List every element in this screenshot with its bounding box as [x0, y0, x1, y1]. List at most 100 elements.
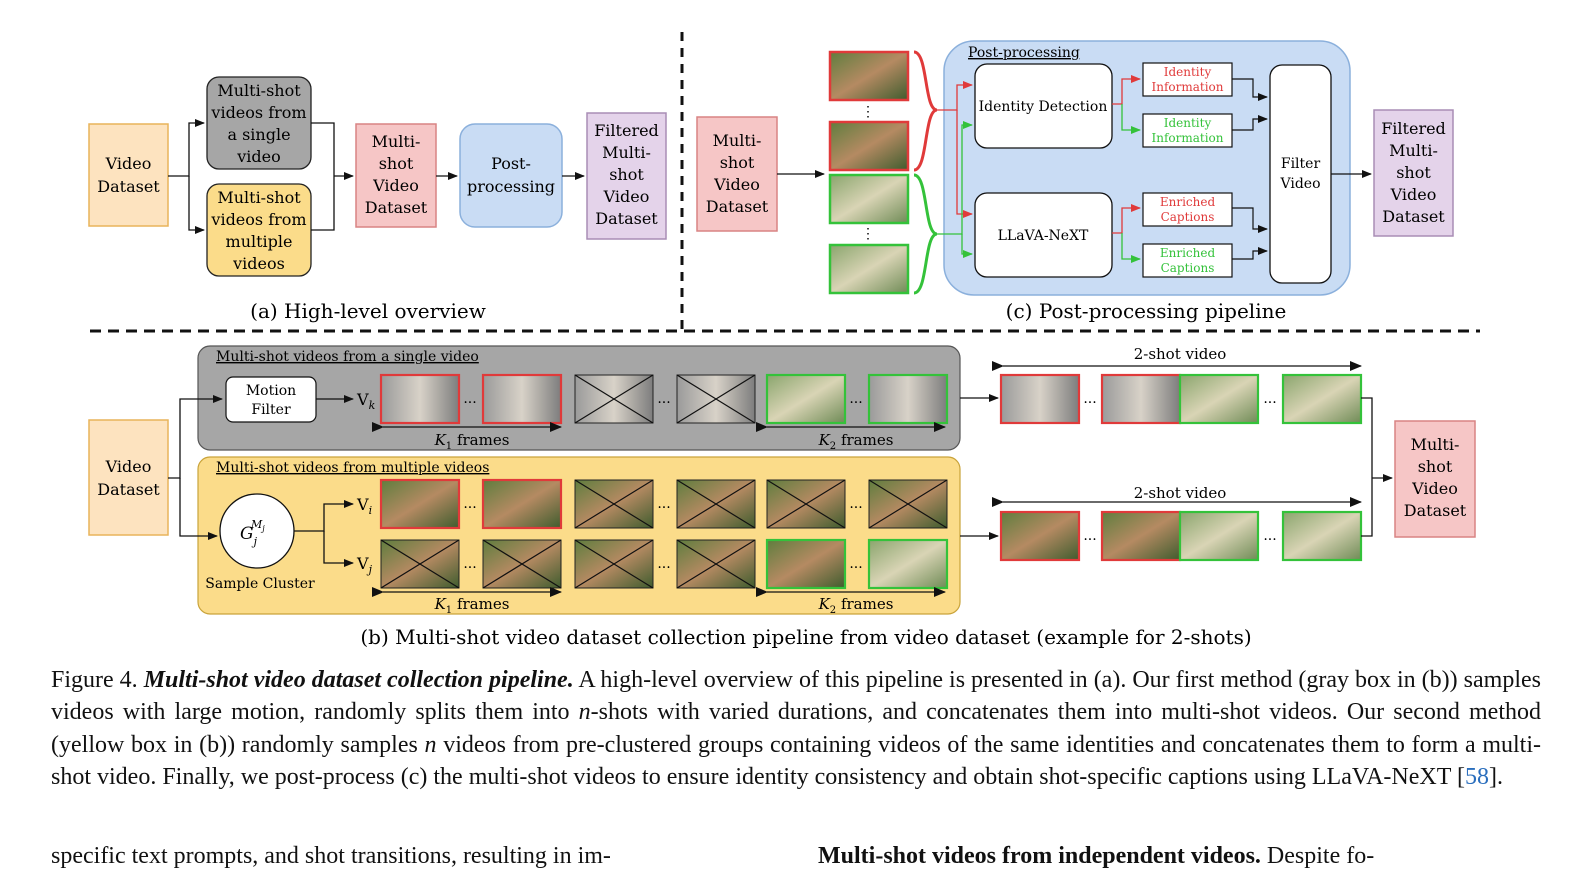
c-identity-info-red	[1142, 62, 1233, 97]
caption-n1: n	[578, 699, 591, 726]
b-frame-vj-1-cross-2	[380, 539, 460, 589]
b-frame-rows: ...........................	[379, 373, 949, 590]
body-text-left-cutoff: specific text prompts, and shot transiti…	[51, 843, 611, 869]
caption-n2: n	[424, 731, 437, 758]
b-out-top-frame-1	[999, 373, 1081, 425]
b-mf-line1: Motion	[246, 383, 296, 399]
caption-title: Multi-shot video dataset collection pipe…	[143, 667, 574, 693]
b-out-bottom-frame-3	[1178, 510, 1260, 562]
c-vdots-1: ⋮	[861, 104, 875, 120]
c-cg-line2: Captions	[1161, 261, 1215, 275]
c-f-line1: Filtered	[1381, 119, 1446, 138]
b-out-line4: Dataset	[1404, 501, 1467, 520]
c-frame-green-2	[828, 243, 910, 295]
c-frame-red-2	[828, 120, 910, 172]
c-fv-line2: Video	[1279, 176, 1320, 192]
panel-c: Multi- shot Video Dataset ⋮ ⋮ Post-proce…	[696, 40, 1454, 323]
b-2shot-bottom-label: 2-shot video	[1134, 484, 1227, 502]
b-out-bottom-frame-4	[1281, 510, 1363, 562]
panel-b-label: (b) Multi-shot video dataset collection …	[360, 625, 1251, 649]
b-out-top-frame-2	[1100, 373, 1182, 425]
b-out-line3: Video	[1411, 479, 1458, 498]
c-identity-info-green	[1142, 113, 1233, 148]
c-cg-line1: Enriched	[1160, 246, 1216, 260]
b-frame-vk-5	[765, 373, 847, 425]
b-frame-vk-2	[481, 373, 563, 425]
b-vd-line2: Dataset	[97, 480, 160, 499]
b-out-bottom-ellipsis-2: ...	[1263, 528, 1276, 544]
b-frame-vk-6	[867, 373, 949, 425]
b-single-title: Multi-shot videos from a single video	[216, 349, 479, 365]
b-out-bottom-ellipsis-1: ...	[1083, 528, 1096, 544]
a-video-dataset-line2: Dataset	[97, 177, 160, 196]
c-iig-line1: Identity	[1164, 116, 1212, 130]
a-f-line3: shot	[609, 165, 644, 184]
b-ellipsis-vk-1: ...	[463, 391, 476, 407]
a-video-dataset-box	[88, 123, 169, 227]
b-vi-label: Vi	[356, 495, 372, 517]
b-sample-cluster-circle	[219, 493, 295, 569]
a-pp-line1: Post-	[491, 154, 531, 173]
a-ms-line2: shot	[379, 154, 414, 173]
b-frame-vi-4-cross-2	[676, 479, 756, 529]
a-filtered-box	[586, 112, 667, 240]
b-k1-top: K1 frames	[434, 431, 510, 452]
a-postprocessing-box	[459, 123, 563, 228]
b-ellipsis-vk-2: ...	[657, 391, 670, 407]
b-out-top-ellipsis-1: ...	[1083, 391, 1096, 407]
b-vd-line1: Video	[105, 457, 152, 476]
a-multiple-line2: videos from	[210, 210, 306, 229]
b-frame-vk-1	[379, 373, 461, 425]
panel-a: Video Dataset Multi-shot videos from a s…	[88, 76, 667, 323]
b-ellipsis-vi-1: ...	[463, 496, 476, 512]
c-frame-green-1	[828, 173, 910, 225]
panel-a-label: (a) High-level overview	[250, 299, 486, 323]
c-iig-line2: Information	[1151, 131, 1223, 145]
caption-text2: -shots with varied durations, and concat…	[51, 699, 1541, 758]
b-frame-vi-3-cross-2	[574, 479, 654, 529]
b-mf-line2: Filter	[251, 402, 291, 418]
c-green-brace	[913, 173, 938, 295]
panel-b: Video Dataset Multi-shot videos from a s…	[88, 345, 1476, 649]
b-k2-top: K2 frames	[818, 431, 894, 452]
panel-c-label: (c) Post-processing pipeline	[1006, 299, 1287, 323]
b-frame-vi-2	[481, 478, 563, 530]
b-frame-vj-5	[765, 538, 847, 590]
caption-text3: videos from pre-clustered groups contain…	[51, 731, 1541, 791]
c-in-line1: Multi-	[713, 131, 762, 150]
c-in-line2: shot	[720, 153, 755, 172]
a-video-dataset-line1: Video	[105, 154, 152, 173]
a-f-line4: Video	[603, 187, 650, 206]
caption-lead: Figure 4.	[51, 667, 138, 693]
a-multiple-line4: videos	[232, 254, 285, 273]
b-out-top-frame-3	[1178, 373, 1260, 425]
b-out-bottom-frame-2	[1100, 510, 1182, 562]
a-multishot-dataset-box	[355, 123, 437, 228]
b-frame-vk-4-cross-2	[676, 374, 756, 424]
b-out-bottom-frame-1	[999, 510, 1081, 562]
b-multiple-title: Multi-shot videos from multiple videos	[216, 460, 489, 476]
caption-reference-link[interactable]: 58	[1464, 764, 1489, 791]
b-out-line1: Multi-	[1411, 435, 1460, 454]
a-multiple-line3: multiple	[226, 232, 293, 251]
b-output-dataset-box	[1394, 420, 1476, 538]
c-identity-detection-box	[974, 63, 1113, 149]
c-llava-box	[974, 192, 1113, 278]
b-k2-bottom: K2 frames	[818, 595, 894, 616]
c-f-line3: shot	[1396, 163, 1431, 182]
caption-text4: ].	[1488, 764, 1503, 791]
b-out-top-ellipsis-2: ...	[1263, 391, 1276, 407]
b-output-rows: ............	[999, 373, 1363, 562]
a-single-line4: video	[236, 147, 281, 166]
b-k1-bottom: K1 frames	[434, 595, 510, 616]
c-frame-red-1	[828, 50, 910, 102]
a-ms-line1: Multi-	[372, 132, 421, 151]
c-f-line2: Multi-	[1389, 141, 1438, 160]
a-pp-line2: processing	[467, 177, 555, 196]
b-cluster-symbol: GjMj	[240, 518, 265, 548]
b-vk-label: Vk	[356, 390, 376, 412]
c-llava-label: LLaVA-NeXT	[998, 228, 1089, 244]
caption-text1: A high-level overview of this pipeline i…	[51, 667, 1541, 726]
figure-diagram: Video Dataset Multi-shot videos from a s…	[88, 32, 1480, 649]
a-f-line5: Dataset	[595, 209, 658, 228]
